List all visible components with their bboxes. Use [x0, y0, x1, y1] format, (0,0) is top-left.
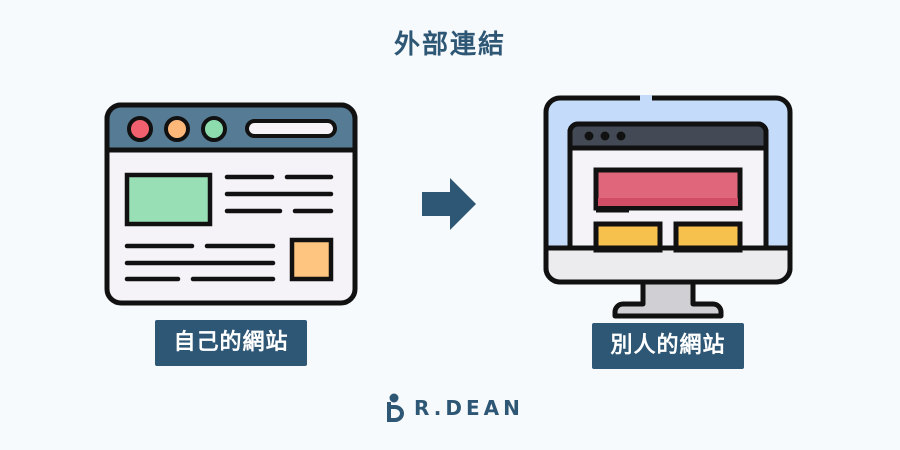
red-dot: [127, 116, 153, 142]
brand-logo: R.DEAN: [382, 391, 524, 425]
desktop-monitor-icon: [543, 95, 793, 319]
own-website-label: 自己的網站: [155, 320, 307, 366]
green-dot: [201, 116, 227, 142]
monitor-stand: [612, 277, 724, 319]
browser-window-icon: [104, 102, 358, 306]
orange-block: [289, 237, 334, 282]
arrow-right-icon: [422, 178, 476, 230]
address-bar: [245, 119, 337, 138]
page-title: 外部連結: [393, 30, 506, 60]
dr-dean-logo-icon: [387, 393, 404, 422]
other-website-label: 別人的網站: [592, 323, 744, 369]
brand-text: R.DEAN: [414, 396, 524, 420]
orange-dot: [164, 116, 190, 142]
image-block: [124, 172, 213, 227]
